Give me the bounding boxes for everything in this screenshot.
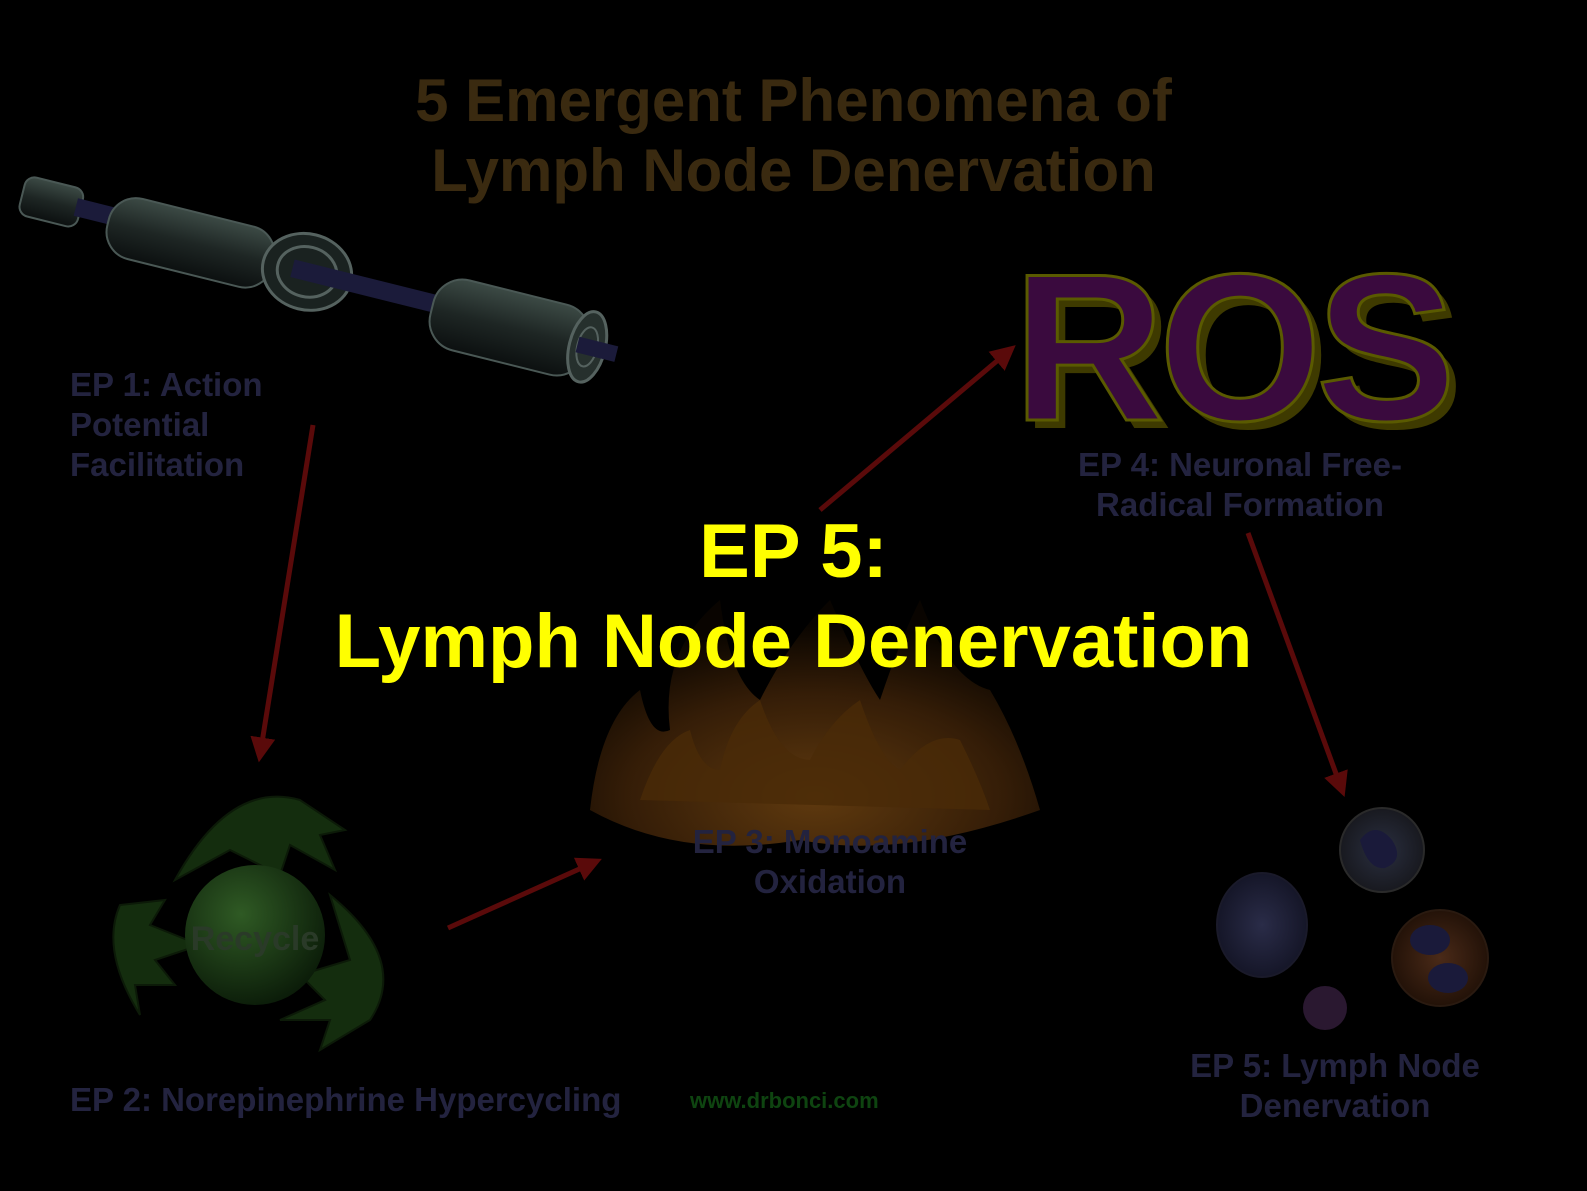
ep2-label: EP 2: Norepinephrine Hypercycling [70,1081,622,1118]
ros-text: ROS [1013,230,1450,465]
axon-image [18,176,619,384]
arrow-ep2-to-ep3 [446,857,602,931]
ep5-label: EP 5: Lymph Node Denervation [1190,1047,1480,1124]
highlight-heading-line2: Lymph Node Denervation [334,599,1253,684]
website-link[interactable]: www.drbonci.com [690,1088,879,1113]
ros-shadow-text: ROS [1021,238,1458,473]
flow-arrows [250,345,1348,931]
recycle-image: Recycle [112,795,385,1053]
ep4-label: EP 4: Neuronal Free-Radical Formation [1078,446,1402,523]
ep1-label: EP 1: Action Potential Facilitation [70,366,263,483]
slide-title-line2: Lymph Node Denervation [431,137,1156,204]
highlight-heading-line1: EP 5: [699,509,888,594]
arrow-ep3-to-ep4 [818,345,1016,512]
ros-image: ROS ROS [1012,229,1465,474]
arrow-ep4-to-ep5 [1245,532,1348,798]
ep3-label: EP 3: Monoamine Oxidation [692,823,968,900]
fire-image [590,600,1040,846]
slide-title-line1: 5 Emergent Phenomena of [415,67,1172,134]
cells-image [1216,807,1489,1030]
recycle-label: Recycle [191,920,320,958]
arrow-ep1-to-ep2 [250,424,316,763]
